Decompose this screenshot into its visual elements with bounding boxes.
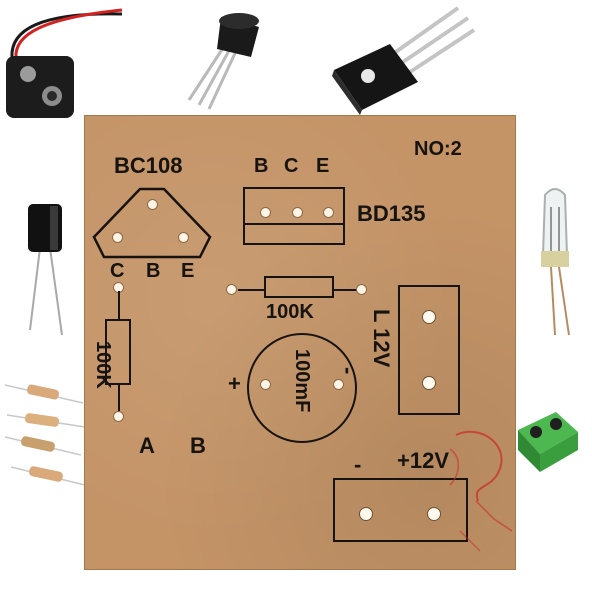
bc108-pin-e: E bbox=[181, 260, 195, 282]
supply-plus-label: +12V bbox=[397, 448, 449, 473]
bd135-pin-c: C bbox=[284, 155, 299, 177]
lamp-outline bbox=[398, 285, 460, 415]
battery-clip-image bbox=[6, 8, 123, 118]
bc108-pad-b bbox=[148, 200, 157, 209]
r1-pad-left bbox=[227, 285, 236, 294]
bd135-label: BD135 bbox=[357, 201, 426, 226]
r1-label: 100K bbox=[266, 301, 314, 323]
terminal-block-image bbox=[518, 412, 578, 472]
bd135-tab-line bbox=[243, 221, 345, 245]
capacitor-image bbox=[28, 204, 63, 336]
bd135-pad-b bbox=[261, 208, 270, 217]
capacitor-value-label: 100mF bbox=[291, 349, 313, 413]
red-ink-scribble bbox=[449, 430, 513, 552]
lamp-pad-top bbox=[423, 311, 435, 323]
r1-outline bbox=[264, 276, 334, 298]
r2-pad-top bbox=[114, 283, 123, 292]
bc108-pin-b: B bbox=[146, 260, 161, 282]
bc108-outline bbox=[92, 187, 212, 259]
supply-pad-plus bbox=[428, 508, 440, 520]
capacitor-pad-plus bbox=[261, 380, 270, 389]
r1-pad-right bbox=[357, 285, 366, 294]
r2-outline bbox=[105, 319, 131, 385]
bc108-pin-c: C bbox=[110, 260, 125, 282]
transistor-to92-image bbox=[187, 13, 259, 110]
lamp-pad-bottom bbox=[423, 377, 435, 389]
r2-pad-bottom bbox=[114, 412, 123, 421]
capacitor-minus-label: - bbox=[336, 367, 361, 375]
capacitor-outline bbox=[247, 333, 357, 443]
bd135-pin-e: E bbox=[316, 155, 330, 177]
input-a-label: A bbox=[139, 433, 155, 458]
resistors-image bbox=[5, 384, 86, 486]
supply-pad-minus bbox=[360, 508, 372, 520]
bc108-label: BC108 bbox=[114, 153, 183, 178]
supply-minus-label: - bbox=[354, 452, 362, 477]
r1-leads bbox=[238, 289, 360, 291]
transistor-to126-image bbox=[332, 6, 475, 115]
bd135-outline bbox=[243, 187, 345, 225]
bd135-pin-b: B bbox=[254, 155, 269, 177]
bd135-pad-c bbox=[293, 208, 302, 217]
bd135-pad-e bbox=[324, 208, 333, 217]
capacitor-plus-label: + bbox=[228, 371, 241, 396]
lamp-label: L 12V bbox=[369, 309, 394, 368]
capacitor-pad-minus bbox=[334, 380, 343, 389]
bc108-pad-e bbox=[179, 233, 188, 242]
input-b-label: B bbox=[190, 433, 206, 458]
pcb-board: NO:2 BC108 C B E B C E BD135 100K 100K A… bbox=[84, 115, 516, 570]
r2-label: 100K bbox=[92, 341, 114, 389]
bc108-pad-c bbox=[113, 233, 122, 242]
bulb-image bbox=[541, 188, 570, 336]
r2-leads bbox=[118, 291, 120, 411]
board-number-label: NO:2 bbox=[414, 138, 462, 160]
supply-terminal-outline bbox=[333, 478, 468, 542]
